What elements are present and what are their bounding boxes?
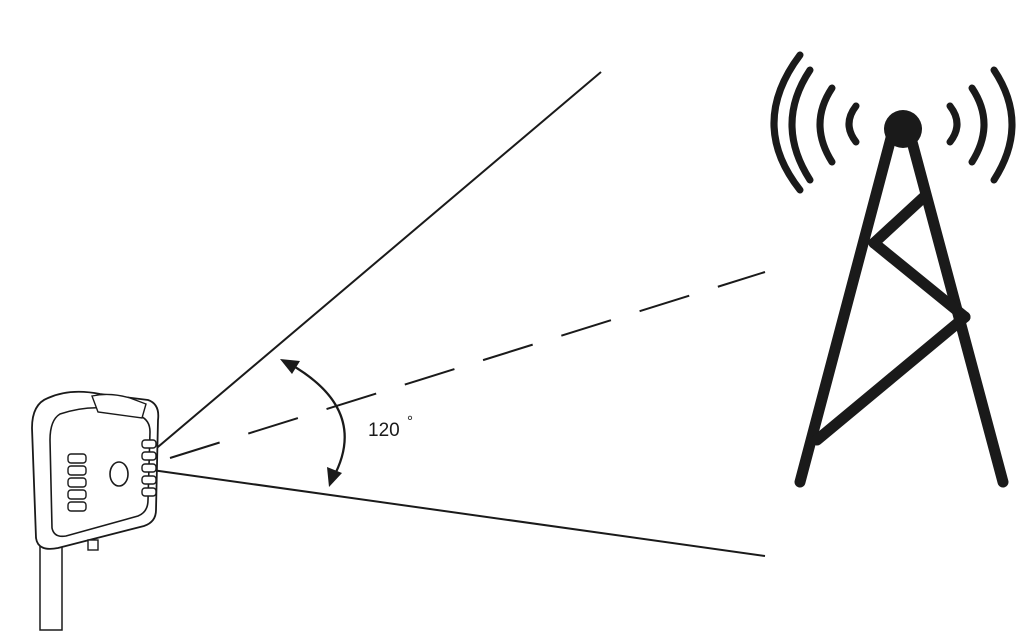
angle-value-label: 120	[368, 420, 400, 441]
beam-upper-edge	[151, 71, 602, 453]
mounting-pole	[39, 539, 63, 631]
cell-tower-icon	[794, 110, 1009, 488]
angle-unit-label: °	[407, 413, 413, 430]
antenna-device-icon	[31, 390, 160, 631]
beam-center-dashed-line	[169, 271, 766, 459]
beam-lower-edge	[151, 469, 766, 557]
radio-waves-icon	[770, 51, 1016, 194]
curved-double-arrow-icon	[280, 359, 346, 487]
